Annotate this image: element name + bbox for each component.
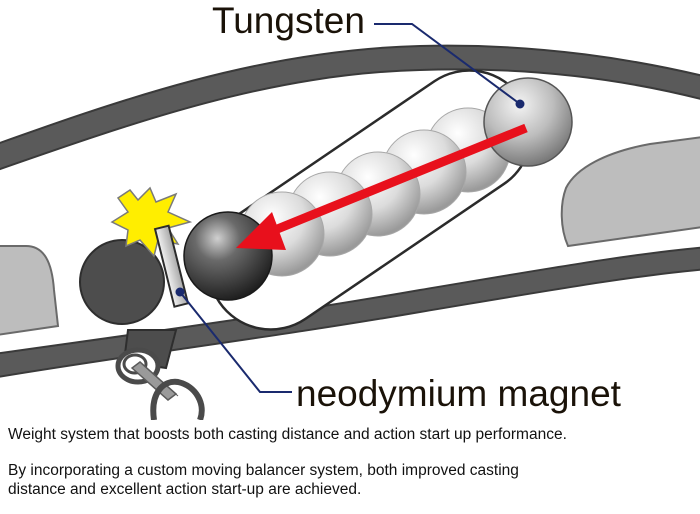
- tungsten-label: Tungsten: [212, 0, 365, 41]
- lure-body-upper-outline: [0, 44, 700, 171]
- caption-headline: Weight system that boosts both casting d…: [8, 426, 567, 443]
- magnet-leader-line: [175, 287, 292, 393]
- lure-diagram: [0, 23, 700, 420]
- left-body-panel: [0, 245, 60, 336]
- neodymium-magnet: [153, 224, 190, 308]
- tungsten-ball-rear: [483, 77, 573, 167]
- lure-nose: [79, 239, 165, 325]
- magnet-label: neodymium magnet: [296, 373, 621, 414]
- right-body-panel: [560, 136, 700, 248]
- tungsten-ball-front: [183, 211, 273, 301]
- tungsten-leader-line: [374, 23, 525, 109]
- hook-hanger: [130, 361, 205, 420]
- movement-arrow: [236, 123, 528, 250]
- caption-body: By incorporating a custom moving balance…: [8, 462, 519, 498]
